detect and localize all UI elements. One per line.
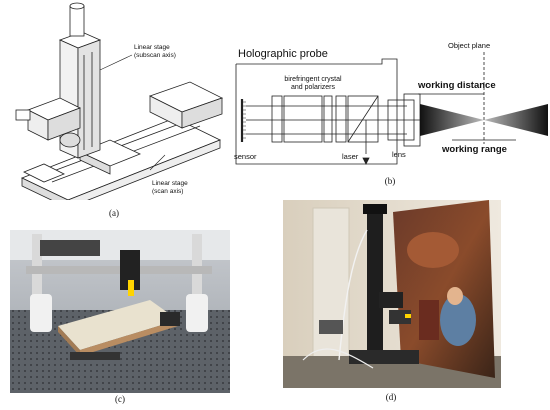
scan-label-line2: (scan axis) <box>152 188 184 195</box>
panel-a: Linear stage (subscan axis) Linear stage… <box>0 0 260 222</box>
caption-b: (b) <box>384 176 396 186</box>
scan-label: Linear stage (scan axis) <box>152 180 188 196</box>
caption-d: (d) <box>385 392 397 402</box>
working-distance-label: working distance <box>418 80 496 91</box>
caption-c: (c) <box>115 394 125 404</box>
caption-a: (a) <box>109 208 119 218</box>
working-range-label: working range <box>442 144 507 155</box>
probe-title: Holographic probe <box>238 48 328 60</box>
sensor-ticks <box>242 101 246 139</box>
birefringent-line2: and polarizers <box>291 84 335 91</box>
panel-d: (d) <box>283 200 501 410</box>
stage-line-drawing <box>15 2 224 209</box>
subscan-label: Linear stage (subscan axis) <box>134 44 176 60</box>
probe-schematic <box>235 52 548 165</box>
object-plane-label: Object plane <box>448 41 491 50</box>
beam-cone-right <box>484 104 548 136</box>
birefringent-line1: birefringent crystal <box>284 76 342 83</box>
scan-label-line1: Linear stage <box>152 180 188 187</box>
panel-b: Holographic probe Object plane birefring… <box>232 34 550 194</box>
scanner-photo <box>10 230 230 393</box>
panel-c: (c) <box>10 230 230 410</box>
birefringent-label: birefringent crystal and polarizers <box>268 76 358 92</box>
beam-cone-left <box>420 104 484 136</box>
subscan-label-line1: Linear stage <box>134 44 170 51</box>
subscan-label-line2: (subscan axis) <box>134 52 176 59</box>
painting-scan-photo <box>283 200 501 388</box>
lens-label: lens <box>392 150 406 159</box>
sensor-label: sensor <box>234 152 257 161</box>
laser-label: laser <box>342 152 359 161</box>
